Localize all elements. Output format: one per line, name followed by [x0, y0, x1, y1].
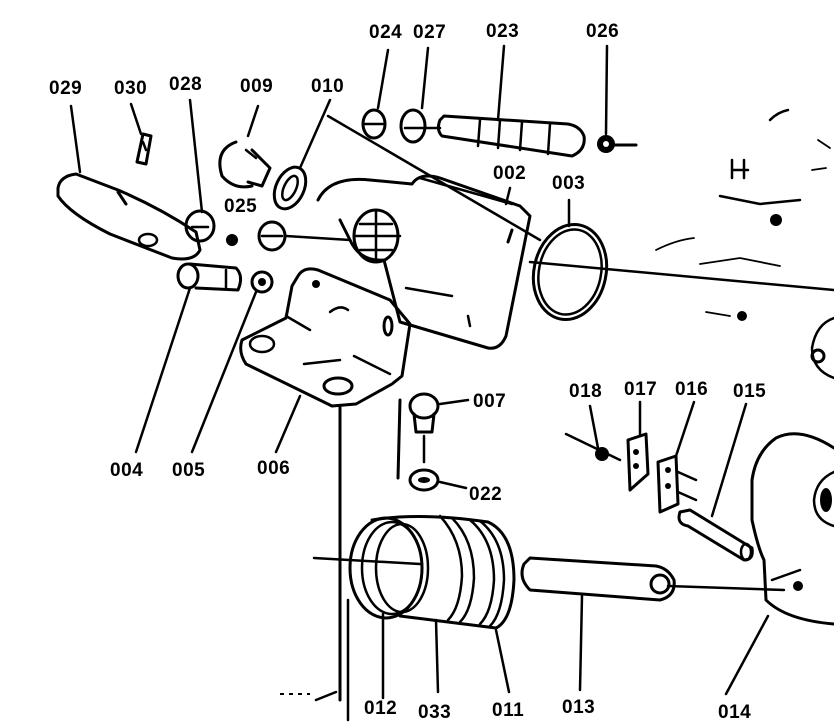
part-002-housing — [316, 174, 532, 350]
label-part-009: 009 — [240, 76, 274, 97]
part-004-pin — [176, 262, 243, 292]
label-part-015: 015 — [733, 381, 767, 402]
label-part-030: 030 — [114, 78, 148, 99]
part-026-nut — [597, 135, 638, 153]
part-012-ring — [312, 516, 430, 722]
part-014-crankcase — [750, 432, 834, 626]
part-006-bracket — [239, 267, 412, 702]
label-part-003: 003 — [552, 173, 586, 194]
label-part-028: 028 — [169, 74, 203, 95]
label-part-022: 022 — [469, 484, 503, 505]
part-013-connecting-rod — [520, 556, 786, 602]
leader-lines — [69, 44, 770, 700]
label-part-002: 002 — [493, 163, 527, 184]
part-025-washer — [257, 220, 352, 252]
label-part-011: 011 — [492, 700, 525, 721]
label-part-025: 025 — [224, 196, 258, 217]
label-part-014: 014 — [718, 702, 752, 723]
part-010-o-ring — [272, 165, 308, 211]
label-part-023: 023 — [486, 21, 520, 42]
part-030-pin — [135, 132, 153, 166]
part-007-plug — [408, 392, 440, 464]
label-part-012: 012 — [364, 698, 398, 719]
part-033-ring — [438, 514, 476, 624]
label-part-029: 029 — [49, 78, 83, 99]
label-part-033: 033 — [418, 702, 452, 723]
part-005-nut — [250, 270, 274, 294]
part-023-shaft — [436, 114, 586, 158]
part-009-bushing — [218, 140, 272, 189]
background-engine-fragment — [655, 108, 834, 380]
part-017-plate — [626, 432, 650, 492]
label-part-006: 006 — [257, 458, 291, 479]
part-015-pin — [677, 508, 754, 562]
part-027-ring — [399, 108, 442, 144]
part-029-lever-arm — [56, 172, 202, 261]
label-part-017: 017 — [624, 379, 658, 400]
part-024-ring — [361, 108, 387, 140]
label-part-018: 018 — [569, 381, 603, 402]
label-part-016: 016 — [675, 379, 709, 400]
label-part-010: 010 — [311, 76, 345, 97]
label-part-013: 013 — [562, 697, 596, 718]
part-022-washer — [408, 468, 440, 492]
part-003-o-ring — [528, 222, 834, 322]
label-part-005: 005 — [172, 460, 206, 481]
part-018-bolt — [564, 432, 622, 462]
label-part-027: 027 — [413, 22, 447, 43]
part-028-washer — [184, 209, 238, 246]
label-part-024: 024 — [369, 22, 403, 43]
label-part-004: 004 — [110, 460, 144, 481]
background-fragment-bottom — [280, 690, 338, 702]
label-part-007: 007 — [473, 391, 507, 412]
part-016-plate — [656, 454, 698, 514]
label-part-026: 026 — [586, 21, 620, 42]
part-011-piston — [370, 514, 516, 630]
